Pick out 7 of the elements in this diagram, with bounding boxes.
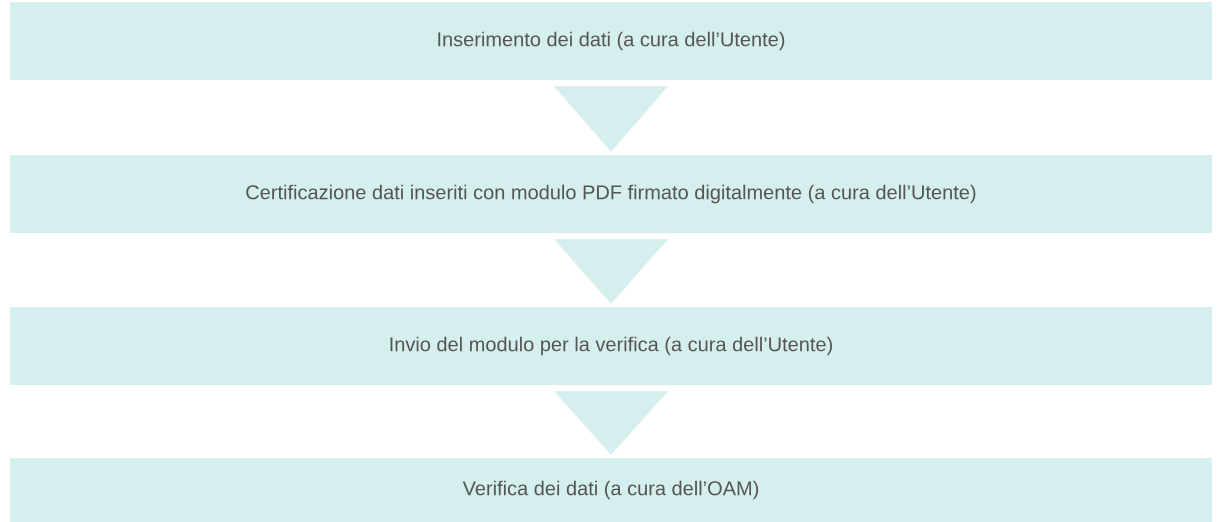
process-box: Inserimento dei dati (a cura dell’Utente) (10, 2, 1212, 80)
process-box: Verifica dei dati (a cura dell’OAM) (10, 458, 1212, 522)
arrow (554, 239, 668, 304)
process-box: Invio del modulo per la verifica (a cura dell’Utente) (10, 307, 1212, 385)
arrow (554, 391, 668, 455)
arrow (554, 86, 668, 152)
process-box: Certificazione dati inseriti con modulo PDF firmato digitalmente (a cura dell’Utente) (10, 155, 1212, 233)
